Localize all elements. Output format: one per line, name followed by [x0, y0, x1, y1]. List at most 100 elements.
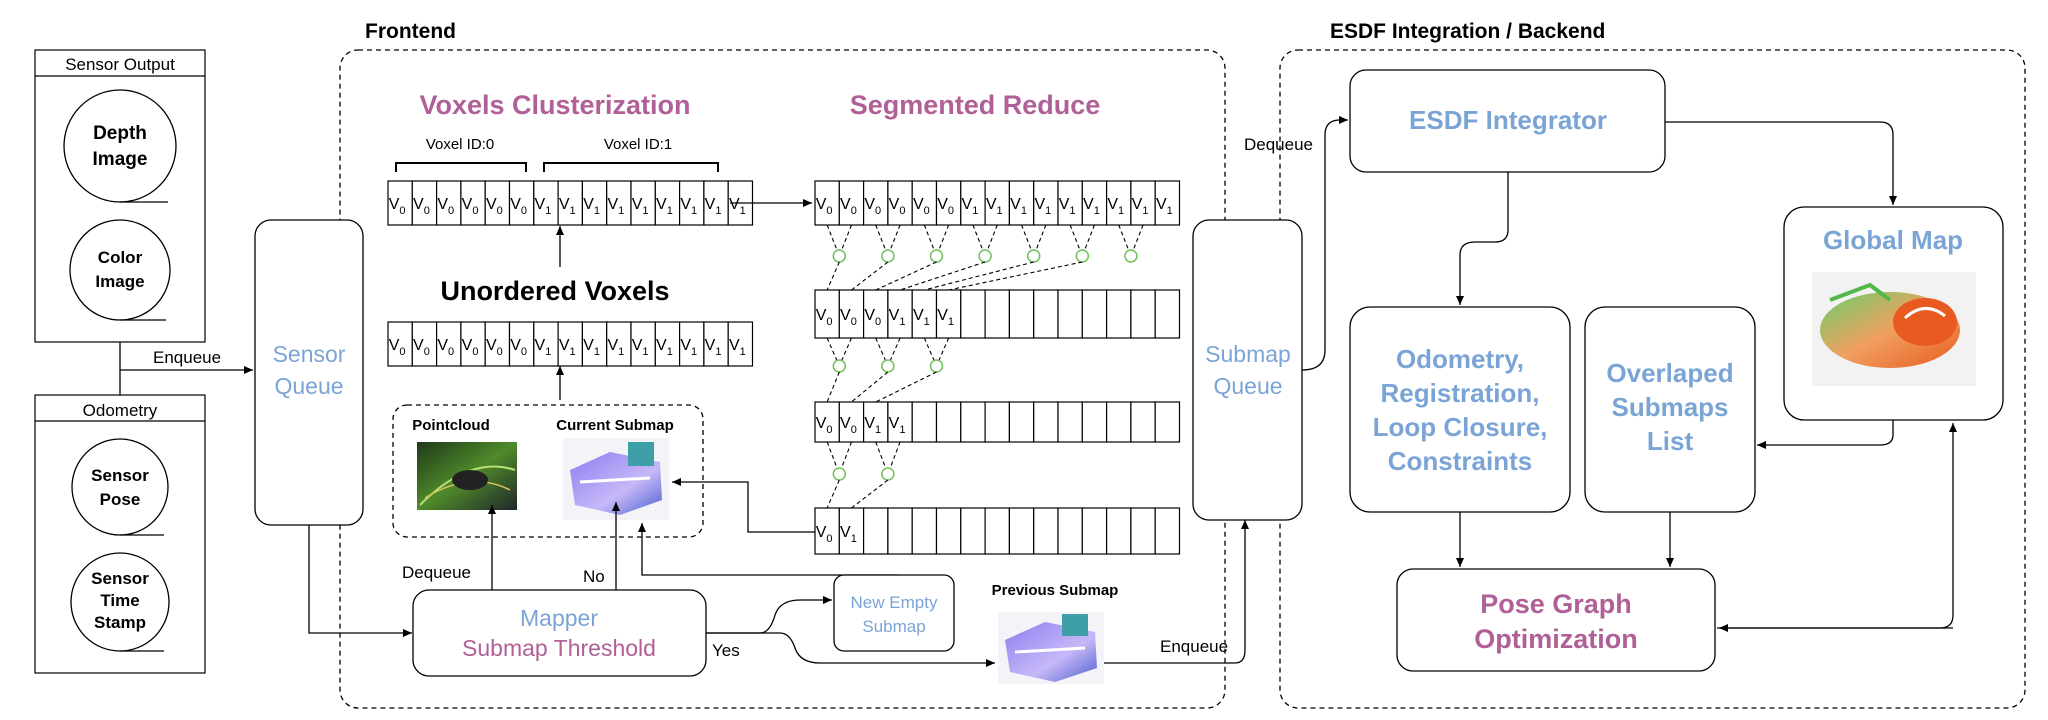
unordered-voxel-cell-label: V0: [486, 337, 503, 358]
segmented-row2-cell: [911, 289, 938, 339]
reduce-link: [875, 261, 937, 291]
unordered-voxel-cell-label: V1: [607, 337, 624, 358]
sensor-queue-label-2: Queue: [274, 373, 343, 399]
reduce-link: [935, 337, 950, 367]
reduce-link: [923, 337, 938, 367]
segmented-row3-cell: [1081, 401, 1108, 443]
pose-graph-label-1: Pose Graph: [1480, 589, 1632, 619]
unordered-voxel-cell-label: V1: [656, 337, 673, 358]
clusterized-voxel-cell-label: V0: [510, 196, 527, 217]
unordered-voxel-cell-label: V0: [437, 337, 454, 358]
global-map-label: Global Map: [1823, 225, 1963, 255]
reduce-node: [1124, 249, 1138, 263]
overlaped-submaps-label-3: List: [1647, 426, 1694, 456]
segmented-row2-cell: [1057, 289, 1083, 339]
reduce-link: [1069, 224, 1083, 257]
reduce-link: [1081, 224, 1095, 257]
segmented-row1-cell-label: V0: [913, 196, 930, 217]
clusterized-voxel-cell-label: V1: [680, 196, 697, 217]
unordered-voxel-cell: [606, 321, 632, 367]
unordered-voxel-cell: [460, 321, 486, 367]
segmented-row1-cell-label: V1: [1107, 196, 1124, 217]
segmented-row2-cell: [1154, 289, 1181, 339]
mapper-box: [412, 589, 707, 677]
color-image-label-2: Image: [95, 272, 144, 291]
segmented-row1-cell: [1130, 180, 1156, 226]
pose-graph-box: [1396, 568, 1716, 672]
segmented-row3-cell: [911, 401, 938, 443]
segmented-row2-cell-label: V1: [913, 307, 930, 328]
current-submap-image: [563, 438, 669, 520]
segmented-row4-cell: [935, 507, 962, 555]
clusterized-voxel-cell: [387, 180, 413, 226]
odometry-registration-label-1: Odometry,: [1396, 344, 1524, 374]
unordered-voxel-cell: [411, 321, 438, 367]
reduce-link: [935, 224, 950, 257]
segmented-row2-cell-label: V1: [889, 307, 906, 328]
sensor-pose-node: Sensor Pose: [71, 438, 169, 536]
unordered-voxel-cell-label: V1: [583, 337, 600, 358]
reduce-link: [1118, 224, 1132, 257]
sensor-time-stamp-label-3: Stamp: [94, 613, 146, 632]
unordered-voxel-cell-label: V1: [559, 337, 576, 358]
clusterized-voxel-cell-label: V1: [632, 196, 649, 217]
clusterized-voxel-cell: [533, 180, 559, 226]
unordered-voxel-cell: [727, 321, 754, 367]
global-map-image: [1812, 272, 1976, 386]
clusterized-voxel-cell: [630, 180, 656, 226]
reduce-link: [924, 261, 1034, 291]
unordered-voxel-cell-label: V1: [705, 337, 722, 358]
unordered-voxel-cell-label: V0: [413, 337, 430, 358]
esdf-integrator-label: ESDF Integrator: [1409, 105, 1607, 135]
segmented-reduce-title: Segmented Reduce: [850, 90, 1101, 120]
segmented-row1-cell-label: V0: [937, 196, 954, 217]
depth-image-label-2: Image: [93, 149, 148, 170]
sensor-pose-label-2: Pose: [100, 490, 141, 509]
segmented-row1-cell-label: V1: [1059, 196, 1076, 217]
unordered-voxel-cell: [387, 321, 413, 367]
segmented-row1-cell: [814, 180, 840, 226]
odometry-header: Odometry: [83, 401, 158, 420]
unordered-voxel-cell: [533, 321, 559, 367]
color-image-label-1: Color: [98, 248, 143, 267]
reduce-link: [899, 261, 986, 291]
reduce-link: [838, 337, 852, 367]
reduce-link: [838, 224, 852, 257]
segmented-row3-cell: [935, 401, 962, 443]
segmented-row2-cell-label: V0: [816, 307, 833, 328]
segmented-row2-cell: [935, 289, 962, 339]
segmented-row1-cell-label: V1: [1034, 196, 1051, 217]
voxel-id-1-label: Voxel ID:1: [604, 136, 672, 153]
clusterized-voxel-cell-label: V1: [535, 196, 552, 217]
reduce-node: [832, 467, 847, 481]
segmented-row2-cell: [838, 289, 865, 339]
segmented-row4-cell: [1081, 507, 1108, 555]
clusterized-voxel-cell-label: V1: [607, 196, 624, 217]
enqueue-label-back: Enqueue: [1160, 637, 1228, 656]
odometry-registration-label-4: Constraints: [1388, 446, 1532, 476]
reduce-link: [875, 337, 889, 367]
reduce-link: [972, 224, 986, 257]
reduce-link: [887, 224, 901, 257]
segmented-row1-cell-label: V1: [1132, 196, 1149, 217]
previous-submap-image: [998, 612, 1104, 684]
odometry-registration-label-3: Loop Closure,: [1373, 412, 1548, 442]
segmented-row2-cell: [1105, 289, 1132, 339]
reduce-node: [1026, 249, 1041, 263]
segmented-row1-cell-label: V1: [1156, 196, 1173, 217]
segmented-row2-cell: [960, 289, 986, 339]
clusterized-voxel-cell: [436, 180, 462, 226]
segmented-row2-cell-label: V0: [864, 307, 881, 328]
new-empty-submap-label-2: Submap: [862, 617, 925, 636]
reduce-link: [923, 224, 938, 257]
segmented-row3-cell: [887, 401, 913, 443]
clusterized-voxel-cell: [557, 180, 583, 226]
segmented-row4-cell: [862, 507, 889, 555]
clusterized-voxel-cell-label: V0: [486, 196, 503, 217]
segmented-row1-cell: [1105, 180, 1132, 226]
enqueue-label-front: Enqueue: [153, 348, 221, 367]
clusterized-voxel-cell-label: V0: [413, 196, 430, 217]
segmented-row3-cell: [984, 401, 1010, 443]
clusterized-voxel-cell: [411, 180, 438, 226]
